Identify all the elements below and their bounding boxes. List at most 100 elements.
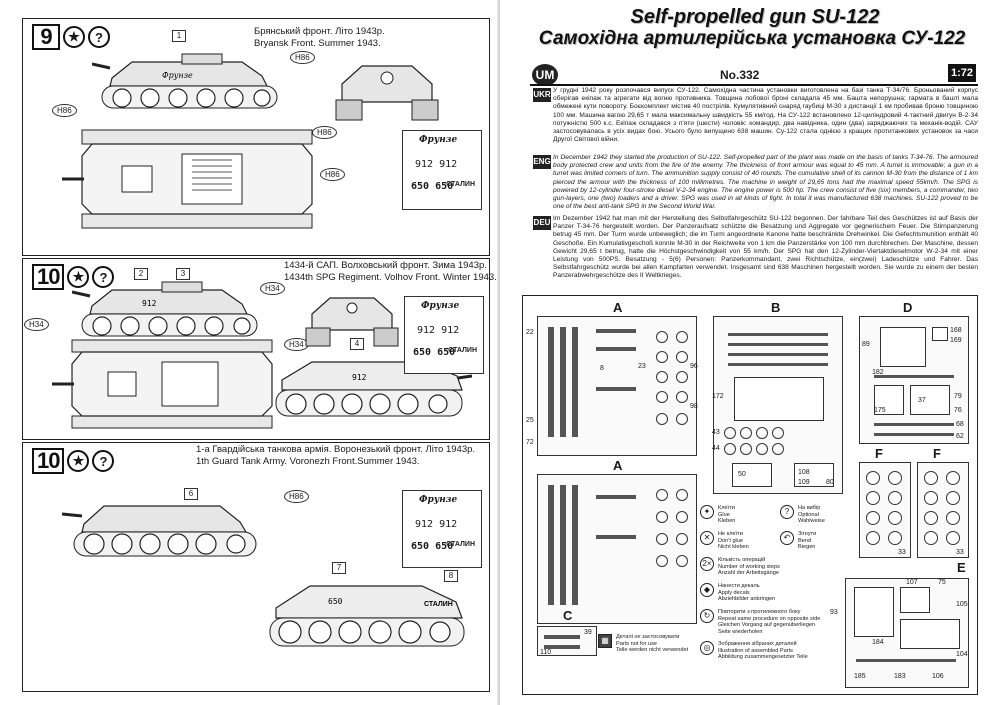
- wheel-part: [676, 351, 688, 363]
- scheme-number: 10: [32, 264, 65, 290]
- sprue-label: F: [933, 446, 941, 461]
- part-number: 183: [894, 673, 906, 680]
- part-number: 106: [932, 673, 944, 680]
- legend-text: Не клеїти Don't glue Nicht kleben: [718, 531, 749, 551]
- decal-number-line: 912 912: [415, 519, 458, 530]
- track-part: [548, 327, 554, 437]
- part-number: 33: [956, 549, 964, 556]
- star-icon: ★: [63, 26, 85, 48]
- part-number: 98: [690, 403, 698, 410]
- rod-part: [728, 353, 828, 356]
- star-icon: ★: [67, 450, 90, 472]
- part-number: 79: [954, 393, 962, 400]
- decal-stalin: СТАЛИН: [448, 347, 477, 354]
- not-used-icon: ▦: [598, 634, 612, 648]
- part-callout: 7: [332, 562, 346, 574]
- scheme-caption-en: 1434th SPG Regiment. Volhov Front. Winte…: [284, 272, 497, 283]
- part-number: 72: [526, 439, 534, 446]
- turret-part: [880, 327, 926, 367]
- track-part: [560, 485, 566, 605]
- sprue-a-second: [537, 474, 697, 624]
- tank-side-view: Фрунзе: [92, 53, 278, 109]
- rod-part: [596, 347, 636, 351]
- wheel-part: [656, 413, 668, 425]
- glue-icon: ✦: [700, 505, 714, 519]
- part-number: 184: [872, 639, 884, 646]
- illustration-icon: ◎: [700, 641, 714, 655]
- part-number: 169: [950, 337, 962, 344]
- scheme-number: 10: [32, 448, 65, 474]
- wheel-part: [924, 511, 938, 525]
- side-marking: СТАЛИН: [424, 601, 453, 608]
- part-number: 25: [526, 417, 534, 424]
- part-number: 105: [956, 601, 968, 608]
- part-number: 175: [874, 407, 886, 414]
- wheel-part: [676, 511, 688, 523]
- scheme-caption-ua: 1434-й САП. Волховський фронт. Зима 1943…: [284, 260, 487, 271]
- wheel-part: [656, 391, 668, 403]
- paint-code-label: H86: [284, 490, 309, 503]
- part-number: 68: [956, 421, 964, 428]
- svg-text:912: 912: [352, 373, 367, 382]
- sprue-label: B: [771, 300, 781, 315]
- title-ukrainian: Самохідна артилерійська установка СУ-122: [538, 28, 966, 49]
- part-number: 62: [956, 433, 964, 440]
- wheel-part: [924, 491, 938, 505]
- legend-text: Нанести декаль Apply decals Abziehbilder…: [718, 583, 776, 603]
- painting-schemes-page: 9 ★ ? Брянський фронт. Літо 1943р. Bryan…: [22, 18, 497, 692]
- wheel-part: [676, 371, 688, 383]
- wheel-part: [676, 555, 688, 567]
- sprue-label: A: [613, 458, 623, 473]
- bend-icon: ↶: [780, 531, 794, 545]
- paint-code-label: H86: [290, 51, 315, 64]
- plate-part: [732, 463, 772, 487]
- track-part: [548, 485, 554, 605]
- wheel-part: [866, 491, 880, 505]
- part-number: 185: [854, 673, 866, 680]
- scheme-badges: 10 ★ ?: [32, 264, 115, 290]
- sprue-b: 172 43 44 50 108 109 80: [712, 316, 843, 494]
- wheel-part: [656, 555, 668, 567]
- sprue-label: E: [957, 560, 966, 575]
- wheel-part: [756, 427, 768, 439]
- wheel-part: [772, 443, 784, 455]
- turret-number: 650: [328, 597, 343, 606]
- wheel-part: [724, 427, 736, 439]
- scheme-badges: 10 ★ ?: [32, 448, 115, 474]
- brand-logo: UM: [532, 64, 558, 86]
- paint-code-label: H86: [52, 104, 77, 117]
- description-eng: In December 1942 they started the produc…: [553, 154, 978, 211]
- wheel-part: [946, 471, 960, 485]
- plate-part: [794, 463, 834, 487]
- wheel-part: [676, 413, 688, 425]
- legend-text: Зігнути Bend Biegen: [798, 531, 817, 551]
- part-number: 89: [862, 341, 870, 348]
- wheel-part: [924, 531, 938, 545]
- wheel-part: [924, 471, 938, 485]
- wheel-part: [740, 443, 752, 455]
- paint-code-label: H34: [24, 318, 49, 331]
- no-glue-icon: ✕: [700, 531, 714, 545]
- plate-part: [900, 619, 960, 649]
- part-number: 44: [712, 445, 720, 452]
- rod-part: [596, 495, 636, 499]
- wheel-part: [656, 489, 668, 501]
- legend-item: ◆ Нанести декаль Apply decals Abziehbild…: [700, 583, 775, 603]
- tank-front-view: [335, 65, 439, 121]
- part-callout: 4: [350, 338, 364, 350]
- scheme-frame: [22, 442, 490, 692]
- wheel-part: [740, 427, 752, 439]
- legend-item: ◎ Зображення зібраних деталей Illustrati…: [700, 641, 808, 661]
- sprue-layout: 22 23 25 72 8 96 98 A A: [522, 295, 978, 695]
- wheel-part: [888, 491, 902, 505]
- tank-side-view: 912: [72, 281, 258, 337]
- wheel-part: [888, 471, 902, 485]
- rod-part: [544, 635, 580, 639]
- part-number: 43: [712, 429, 720, 436]
- part-callout: 2: [134, 268, 148, 280]
- legend-item: ✕ Не клеїти Don't glue Nicht kleben: [700, 531, 749, 551]
- rod-part: [728, 363, 828, 366]
- description-deu: Im Dezember 1942 hat man mit der Herstel…: [553, 215, 978, 280]
- legend-item: 2× Кількість операцій Number of working …: [700, 557, 780, 577]
- sprue-label: A: [613, 300, 623, 315]
